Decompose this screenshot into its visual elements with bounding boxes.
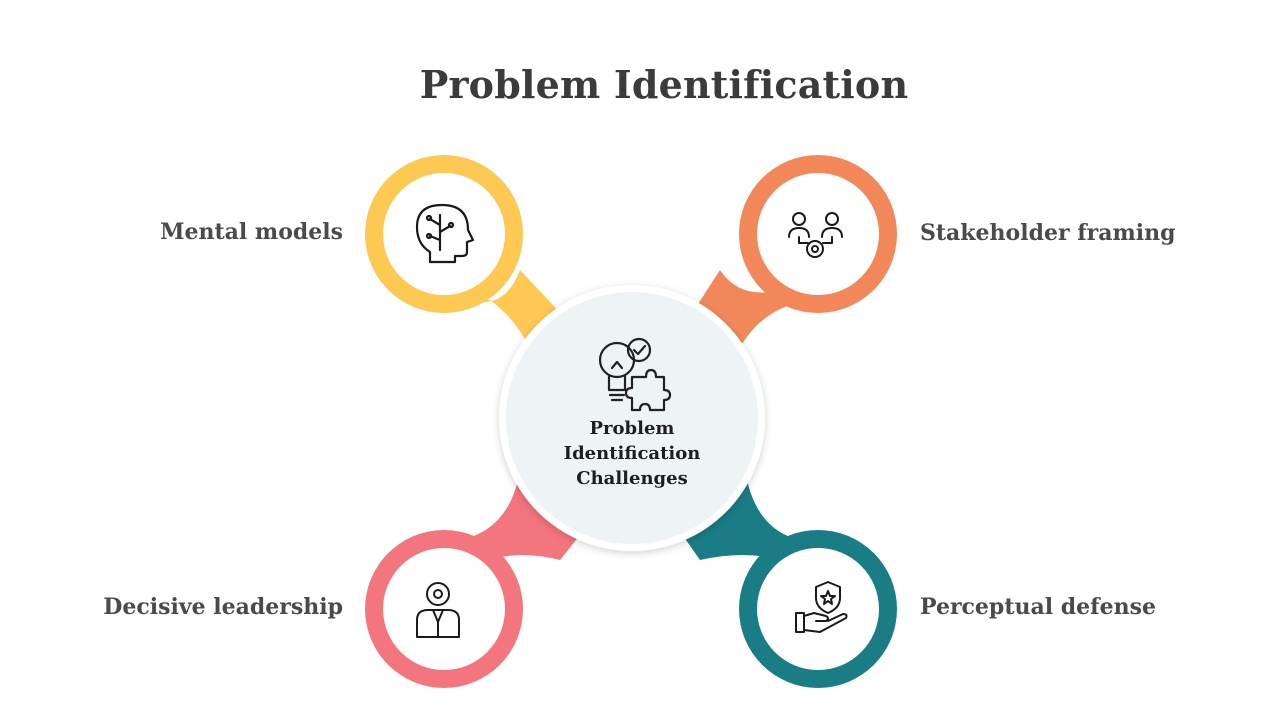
petal-connector-bottom-right [665, 470, 800, 560]
label-perceptual-defense: Perceptual defense [920, 594, 1156, 620]
shield-hand-icon [795, 581, 848, 633]
center-label-line-2: Identification [563, 443, 701, 464]
lightbulb-puzzle-icon [598, 337, 672, 412]
petal-inner-bottom-right [757, 548, 879, 670]
center-label-line-3: Challenges [576, 468, 688, 489]
petal-stakeholder-framing [665, 155, 897, 380]
label-stakeholder-framing: Stakeholder framing [920, 220, 1176, 246]
label-mental-models: Mental models [160, 219, 343, 245]
brain-head-icon [415, 203, 475, 264]
stakeholders-gear-icon [788, 212, 843, 258]
petal-inner-top-right [757, 173, 879, 295]
leader-gear-icon [416, 582, 460, 638]
page-title: Problem Identification [419, 62, 909, 107]
center-label: Problem Identification Challenges [532, 416, 732, 491]
center-circle-fill [506, 292, 758, 544]
petal-inner-top-left [383, 173, 505, 295]
label-decisive-leadership: Decisive leadership [103, 594, 343, 620]
petal-perceptual-defense [665, 470, 897, 688]
center-label-line-1: Problem [589, 418, 675, 439]
